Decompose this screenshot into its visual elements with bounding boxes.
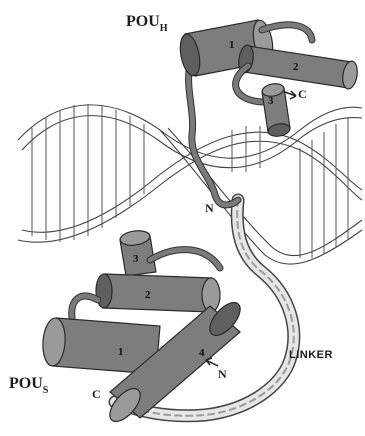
pou-h-helix-2-label: 2: [293, 61, 299, 73]
pou-s-helix-2: [96, 274, 220, 312]
pou-h-helix-1-label: 1: [229, 39, 235, 51]
dna-strand-front-lower: [18, 141, 362, 242]
pou-s-n-terminus-label: N: [218, 367, 227, 381]
pou-s-domain-label: POUS: [9, 375, 49, 396]
pou-specific-domain: 3 2 1 4 N C POUS: [9, 229, 246, 427]
pou-s-helix-4-label: 4: [199, 347, 205, 359]
pou-h-helix-3-label: 3: [268, 95, 274, 107]
pou-h-c-terminus-label: C: [298, 87, 307, 101]
pou-s-c-terminus-label: C: [92, 387, 101, 401]
pou-h-n-terminus-label: N: [205, 201, 214, 215]
linker-label: LINKER: [289, 349, 333, 361]
dna-strand-lower-right-inner: [168, 128, 362, 256]
pou-s-helix-1-label: 1: [118, 346, 124, 358]
pou-h-domain-label: POUH: [126, 13, 168, 34]
pou-s-helix-2-label: 2: [145, 289, 151, 301]
pou-s-helix-3-label: 3: [133, 253, 139, 265]
pou-h-helix-3: [261, 82, 291, 138]
